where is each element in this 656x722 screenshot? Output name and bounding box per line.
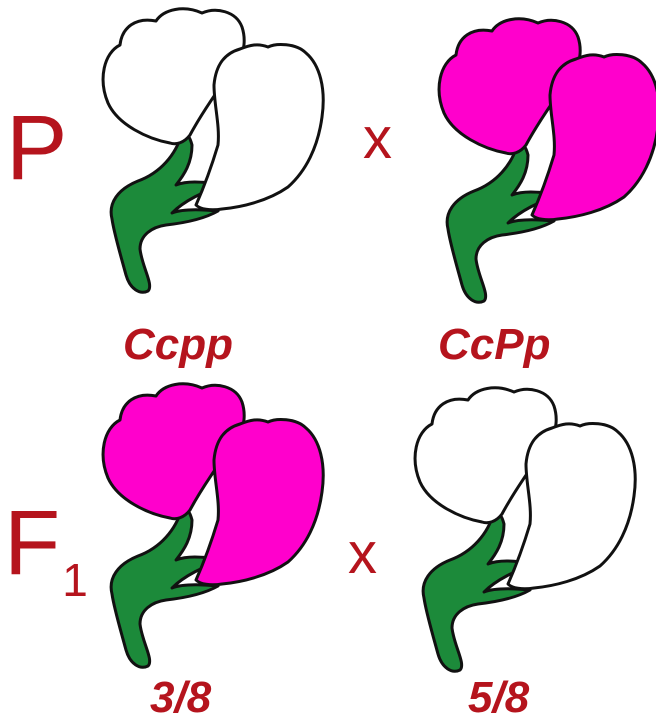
generation-label-f1: F1 [4,497,86,589]
flower-parent-white [100,5,340,305]
genotype-label-parent-white: Ccpp [123,323,233,367]
ratio-label-f1-white: 5/8 [468,676,529,720]
flower-f1-white [412,384,652,684]
sepal-icon [111,508,224,668]
generation-label-f1-subscript: 1 [62,554,88,606]
flower-f1-magenta [100,380,340,680]
cross-symbol-offspring: x [348,525,377,583]
genotype-label-parent-magenta: CcPp [438,323,550,367]
sepal-icon [447,143,560,303]
flower-parent-magenta [436,15,656,315]
ratio-label-f1-magenta: 3/8 [150,676,211,720]
sepal-icon [111,133,224,293]
generation-label-f1-main: F [4,492,60,594]
cross-symbol-parents: x [363,110,392,168]
generation-label-p: P [6,102,67,194]
sepal-icon [423,512,536,672]
